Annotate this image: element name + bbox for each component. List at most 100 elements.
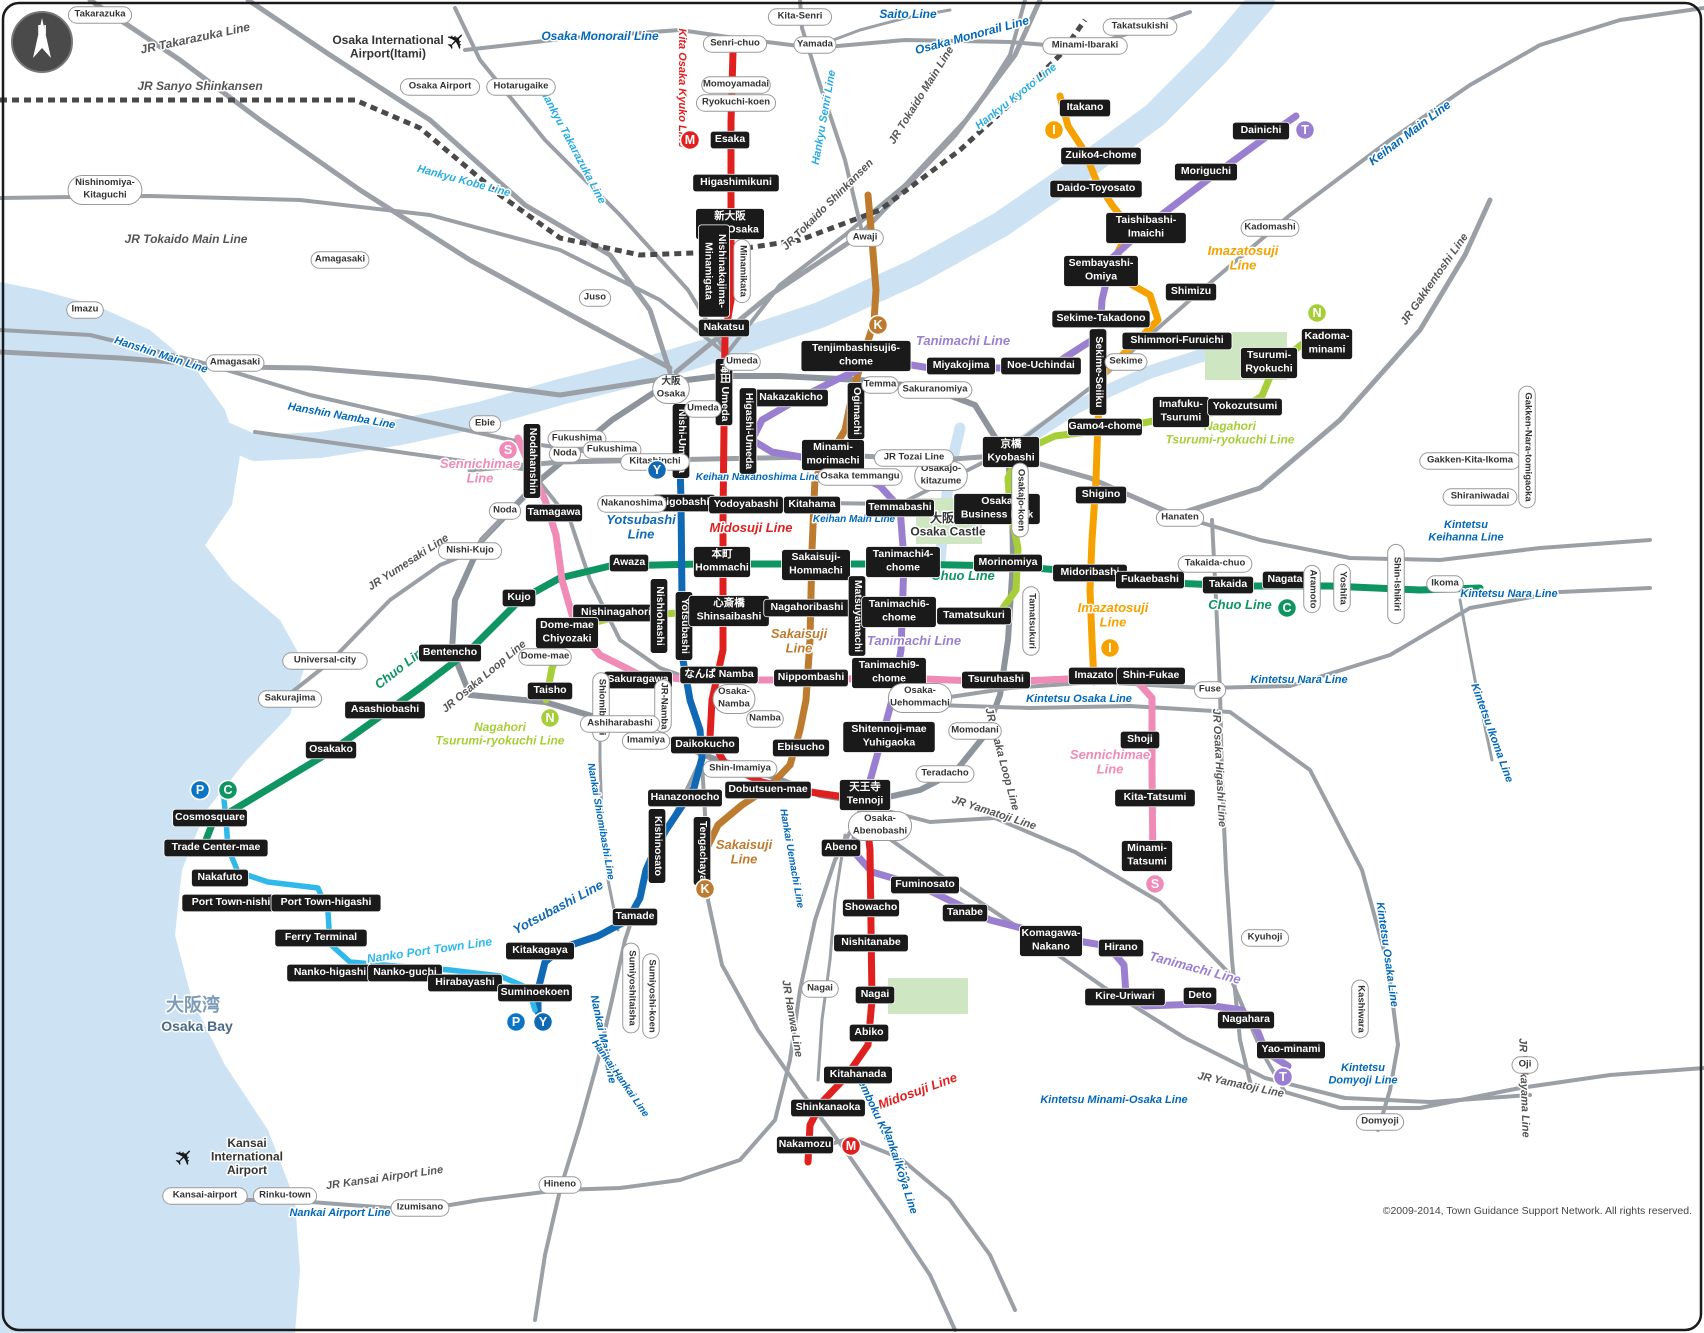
station-dobutsuen-mae: Dobutsuen-mae (724, 780, 812, 800)
svg-text:Esaka: Esaka (715, 133, 746, 145)
station-abeno: Abeno (820, 838, 862, 858)
station-izumisano: Izumisano (390, 1199, 450, 1217)
svg-text:Osakajo-koen: Osakajo-koen (1016, 469, 1027, 531)
station-tanimachi4-chome: Tanimachi4-chome (865, 546, 941, 578)
svg-text:Shiraniwadai: Shiraniwadai (1451, 490, 1510, 501)
station-universal-city: Universal-city (282, 652, 368, 670)
jr-kobe-line-track (0, 349, 671, 398)
station-minamikata: Minamikata (733, 238, 751, 304)
svg-text:Osaka: Osaka (981, 495, 1013, 507)
station-hineno: Hineno (538, 1176, 582, 1194)
svg-text:Kintetsu: Kintetsu (1341, 1062, 1385, 1074)
svg-text:Tsurumi-ryokuchi Line: Tsurumi-ryokuchi Line (436, 733, 565, 747)
svg-text:C: C (223, 783, 232, 797)
osaka-bay (0, 282, 305, 1333)
station-fuse: Fuse (1193, 681, 1227, 699)
svg-text:Port Town-nishi: Port Town-nishi (192, 896, 271, 908)
svg-text:S: S (504, 443, 512, 457)
svg-text:心斎橋: 心斎橋 (713, 596, 745, 609)
svg-text:Tanimachi Line: Tanimachi Line (867, 633, 961, 648)
svg-text:Dome-mae: Dome-mae (521, 650, 570, 661)
chuo-line-track (202, 560, 1484, 844)
line-label-keihan-nakanoshima-line: Keihan Nakanoshima Line (694, 471, 822, 485)
station-showacho: Showacho (842, 898, 900, 918)
svg-text:Osaka Castle: Osaka Castle (910, 524, 986, 538)
line-label-kita-osaka-kyuko-line: Kita Osaka Kyuko Line (675, 27, 690, 149)
station-shigino: Shigino (1075, 485, 1127, 505)
yodo-river (212, 0, 1275, 461)
svg-text:Omiya: Omiya (1085, 271, 1117, 283)
svg-text:Nishiohashi: Nishiohashi (654, 586, 666, 646)
svg-text:Hirabayashi: Hirabayashi (435, 976, 495, 988)
svg-text:Ebisucho: Ebisucho (777, 741, 824, 753)
svg-text:Ryokuchi-koen: Ryokuchi-koen (702, 96, 770, 107)
svg-text:Hirano: Hirano (1104, 941, 1137, 953)
svg-text:Kyobashi: Kyobashi (987, 452, 1034, 464)
station-nagai: Nagai (854, 985, 896, 1005)
line-badge-n: N (1306, 302, 1328, 324)
station-kita-senri: Kita-Senri (767, 8, 833, 26)
svg-text:Namba: Namba (718, 699, 750, 710)
svg-text:Kita-Tatsumi: Kita-Tatsumi (1124, 791, 1187, 803)
svg-text:Line: Line (731, 852, 758, 867)
line-label-tanimachi-line: Tanimachi Line (914, 332, 1011, 350)
svg-text:Trade Center-mae: Trade Center-mae (172, 841, 261, 853)
line-label-kintetsu-nara-line: Kintetsu Nara Line (1459, 587, 1559, 602)
svg-text:Kintetsu: Kintetsu (1444, 519, 1488, 531)
kintetsu-osaka-line-track (933, 703, 1400, 1132)
svg-text:Namba: Namba (749, 712, 781, 723)
hankyu-kobe-line-track (0, 194, 728, 356)
svg-text:Saito Line: Saito Line (879, 7, 937, 21)
svg-text:Yodoyabashi: Yodoyabashi (714, 498, 779, 510)
station-yodoyabashi: Yodoyabashi (708, 495, 784, 515)
svg-text:Gakken-Nara-tomigaoka: Gakken-Nara-tomigaoka (1523, 392, 1534, 502)
station-taisho: Taisho (526, 681, 574, 701)
svg-text:Sennichimae: Sennichimae (1070, 747, 1150, 762)
svg-text:Osaka Monorail Line: Osaka Monorail Line (541, 29, 659, 43)
svg-text:Nagata: Nagata (1267, 573, 1302, 585)
svg-text:Hanaten: Hanaten (1161, 511, 1199, 522)
svg-text:Higashi-Umeda: Higashi-Umeda (743, 393, 755, 470)
station-trade-center-mae: Trade Center-mae (163, 838, 269, 858)
svg-text:Moriguchi: Moriguchi (1181, 165, 1231, 177)
station-ashiharabashi: Ashiharabashi (579, 715, 661, 733)
station-aramoto: Aramoto (1303, 564, 1321, 614)
station-umeda: Umeda (684, 400, 722, 418)
svg-text:International: International (211, 1149, 283, 1163)
station-awaji: Awaji (846, 229, 884, 247)
station-itakano: Itakano (1059, 98, 1111, 118)
station-ikoma: Ikoma (1426, 575, 1464, 593)
station-taishibashi-imaichi: Taishibashi-Imaichi (1105, 212, 1187, 244)
svg-text:chome: chome (872, 673, 906, 685)
svg-text:Osaka temmangu: Osaka temmangu (820, 470, 899, 481)
svg-text:Line: Line (1230, 258, 1257, 273)
svg-text:Kitahanada: Kitahanada (830, 1068, 887, 1080)
svg-text:Kintetsu Osaka Line: Kintetsu Osaka Line (1026, 693, 1132, 705)
svg-text:Tamatsukuri: Tamatsukuri (1027, 593, 1038, 649)
svg-text:Kitakagaya: Kitakagaya (512, 944, 568, 956)
svg-text:Dainichi: Dainichi (1241, 124, 1282, 136)
station-tamatsukuri: Tamatsukuri (936, 606, 1012, 626)
station-tenjimbashisuji6-chome: Tenjimbashisuji6-chome (800, 340, 912, 372)
svg-text:Line: Line (1100, 615, 1127, 630)
svg-text:Nishinagahori: Nishinagahori (581, 606, 651, 618)
svg-text:Nanko-higashi: Nanko-higashi (294, 966, 366, 978)
station-oji: Oji (1511, 1056, 1539, 1074)
svg-text:Kita Osaka Kyuko Line: Kita Osaka Kyuko Line (676, 28, 688, 147)
svg-text:Shoji: Shoji (1127, 733, 1153, 745)
svg-text:Sumiyoshi-koen: Sumiyoshi-koen (647, 959, 658, 1033)
svg-text:Kire-Uriwari: Kire-Uriwari (1095, 990, 1155, 1002)
svg-text:Ashiharabashi: Ashiharabashi (587, 717, 652, 728)
svg-text:Nakanoshima: Nakanoshima (601, 497, 663, 508)
svg-text:chome: chome (882, 612, 916, 624)
station-asashiobashi: Asashiobashi (344, 700, 426, 720)
station-fukaebashi: Fukaebashi (1115, 570, 1185, 590)
svg-text:Kashiwara: Kashiwara (1356, 985, 1367, 1033)
